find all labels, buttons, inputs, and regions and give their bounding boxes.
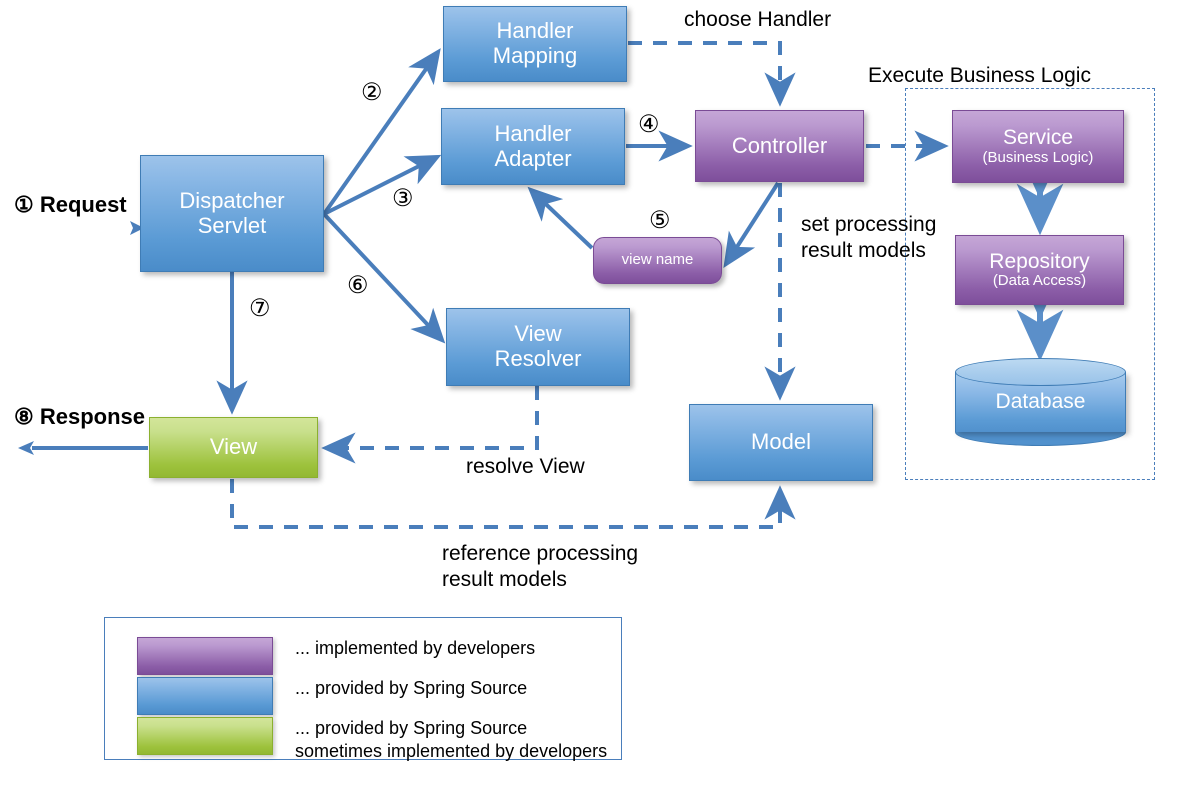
repository-line1: Repository: [989, 249, 1090, 273]
node-service[interactable]: Service (Business Logic): [952, 110, 1124, 183]
node-dispatcher-servlet[interactable]: Dispatcher Servlet: [140, 155, 324, 272]
node-view-resolver[interactable]: View Resolver: [446, 308, 630, 386]
node-handler-mapping[interactable]: Handler Mapping: [443, 6, 627, 82]
legend-box: ... implemented by developers ... provid…: [104, 617, 622, 763]
legend-item-purple: ... implemented by developers: [137, 637, 535, 675]
step-number-7: ⑦: [249, 295, 271, 322]
step-number-2: ②: [361, 79, 383, 106]
node-handler-adapter[interactable]: Handler Adapter: [441, 108, 625, 185]
legend-label-blue: ... provided by Spring Source: [295, 678, 528, 698]
model-label: Model: [751, 429, 811, 455]
step-number-3: ③: [392, 185, 414, 212]
legend-swatch-blue: [137, 677, 273, 715]
database-label: Database: [995, 390, 1086, 413]
legend-swatch-purple: [137, 637, 273, 675]
legend-item-blue: ... provided by Spring Source: [137, 677, 527, 715]
handler-adapter-line2: Adapter: [494, 145, 572, 171]
label-response: ⑧ Response: [14, 404, 145, 429]
dispatcher-servlet-line1: Dispatcher: [179, 187, 285, 213]
step-number-5: ⑤: [649, 207, 671, 234]
step-number-4: ④: [638, 111, 660, 138]
handler-mapping-line1: Handler: [496, 18, 574, 44]
view-resolver-line1: View: [514, 321, 562, 347]
dashed-reference-processing: [230, 479, 796, 529]
dashed-resolve-view: [321, 386, 539, 464]
legend-swatch-green: [137, 717, 273, 755]
node-view[interactable]: View: [149, 417, 318, 478]
node-view-name[interactable]: view name: [593, 237, 722, 284]
arrow-6-view-resolver: [322, 212, 446, 344]
arrow-5-view-name: [723, 181, 780, 269]
legend-label-purple: ... implemented by developers: [295, 638, 536, 658]
view-name-label: view name: [621, 251, 694, 269]
view-resolver-line2: Resolver: [494, 346, 582, 371]
execute-business-logic-group: [905, 88, 1155, 480]
legend-label-green: ... provided by Spring Source sometimes …: [295, 718, 608, 762]
node-model[interactable]: Model: [689, 404, 873, 481]
dashed-choose-handler: [628, 41, 796, 107]
handler-adapter-line1: Handler: [494, 120, 572, 146]
repository-line2: (Data Access): [992, 272, 1087, 290]
legend-item-green: ... provided by Spring Source sometimes …: [137, 717, 607, 763]
node-database[interactable]: Database: [955, 358, 1126, 446]
arrow-response: [18, 441, 148, 455]
service-line1: Service: [1002, 126, 1074, 150]
node-repository[interactable]: Repository (Data Access): [955, 235, 1124, 305]
controller-label: Controller: [731, 132, 828, 158]
handler-mapping-line2: Mapping: [492, 43, 578, 68]
label-reference-processing-result-models: reference processing result models: [442, 542, 639, 591]
node-controller[interactable]: Controller: [695, 110, 864, 182]
service-line2: (Business Logic): [982, 148, 1094, 166]
arrow-2-handler-mapping: [322, 48, 441, 216]
view-label: View: [209, 434, 258, 460]
label-request: ① Request: [14, 192, 127, 217]
dispatcher-servlet-line2: Servlet: [197, 212, 267, 238]
label-set-processing-result-models: set processing result models: [801, 213, 937, 262]
arrow-request: [16, 221, 144, 235]
arrow-3-handler-adapter: [323, 154, 442, 216]
arrow-view-name-to-handler-adapter: [527, 186, 594, 250]
step-number-6: ⑥: [347, 272, 369, 299]
label-resolve-view: resolve View: [466, 455, 585, 478]
label-choose-handler: choose Handler: [684, 8, 832, 31]
label-execute-business-logic: Execute Business Logic: [868, 64, 1091, 87]
